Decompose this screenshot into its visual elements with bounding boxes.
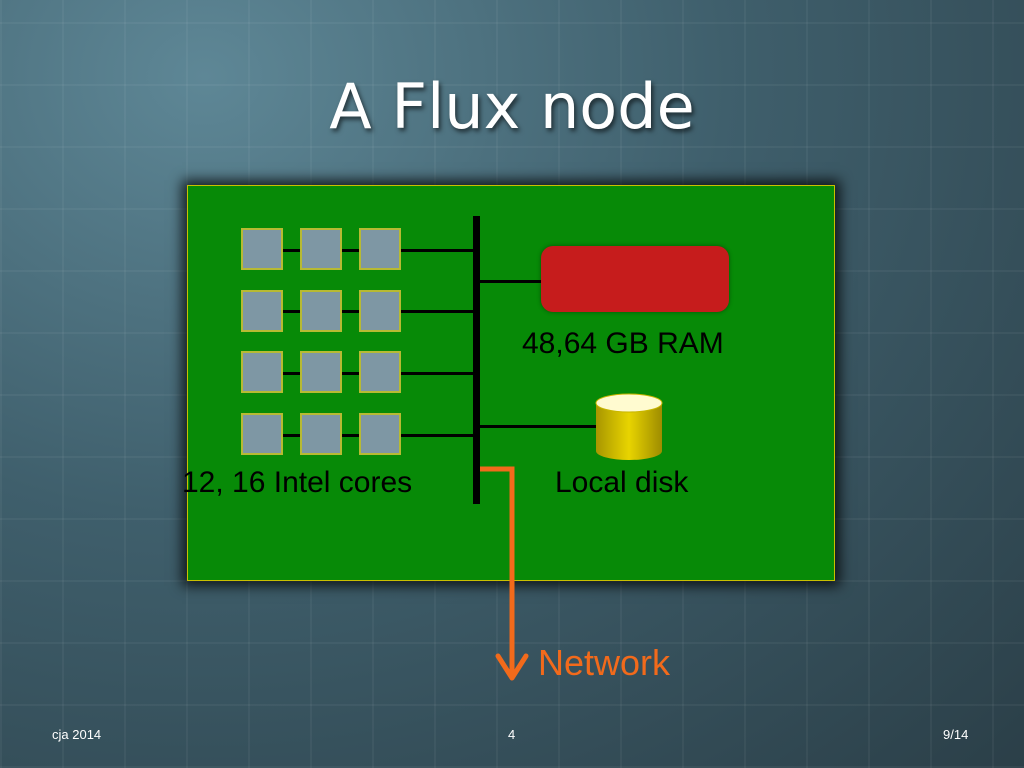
cores-label: 12, 16 Intel cores bbox=[182, 466, 413, 499]
ram-module bbox=[541, 246, 729, 312]
cpu-core bbox=[359, 228, 401, 270]
footer-right: 9/14 bbox=[943, 727, 969, 742]
disk-wire bbox=[478, 425, 598, 428]
footer-page-number: 4 bbox=[508, 727, 516, 742]
network-label: Network bbox=[538, 642, 671, 683]
ram-label: 48,64 GB RAM bbox=[522, 327, 724, 360]
disk-label: Local disk bbox=[555, 466, 689, 499]
slide-title: A Flux node bbox=[329, 70, 695, 143]
cpu-core bbox=[300, 290, 342, 332]
cpu-core bbox=[241, 351, 283, 393]
cpu-core bbox=[241, 228, 283, 270]
cpu-core bbox=[359, 413, 401, 455]
cpu-core bbox=[300, 228, 342, 270]
footer-left: cja 2014 bbox=[52, 727, 102, 742]
cpu-core bbox=[300, 413, 342, 455]
cpu-core bbox=[241, 413, 283, 455]
ram-wire bbox=[478, 280, 544, 283]
cpu-core bbox=[300, 351, 342, 393]
cpu-core bbox=[359, 351, 401, 393]
cpu-core bbox=[359, 290, 401, 332]
system-bus bbox=[473, 216, 480, 504]
cpu-core bbox=[241, 290, 283, 332]
disk-cylinder-icon bbox=[594, 393, 664, 468]
